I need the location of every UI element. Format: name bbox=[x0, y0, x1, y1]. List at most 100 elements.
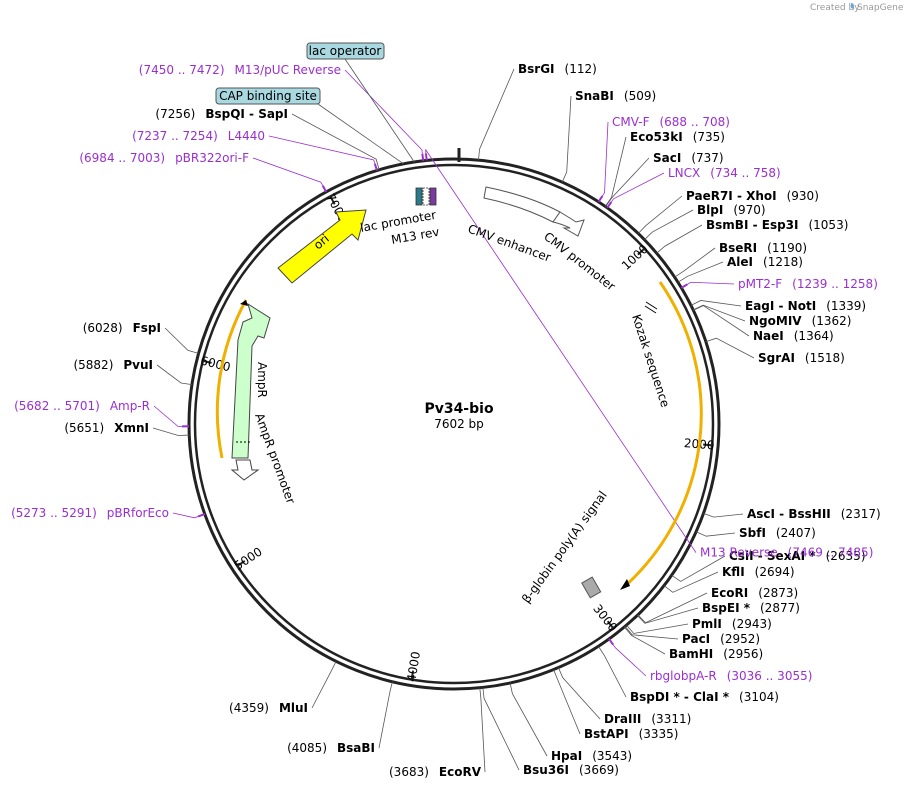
primer-rbglobpa-r-name[interactable]: rbglobpA-R bbox=[650, 669, 717, 683]
enzyme-eagi-name[interactable]: EagI - NotI bbox=[745, 299, 816, 313]
tick-mark bbox=[703, 443, 712, 447]
enzyme-ecorv-name[interactable]: EcoRV bbox=[439, 765, 482, 779]
enzyme-kfli-name[interactable]: KflI bbox=[722, 565, 745, 579]
enzyme-naei-name[interactable]: NaeI bbox=[753, 329, 784, 343]
cap-binding-site-box[interactable] bbox=[215, 87, 321, 105]
primer-site-mark bbox=[321, 185, 328, 193]
enzyme-alei-pos: (1218) bbox=[763, 255, 803, 269]
ampr-promoter-feature[interactable] bbox=[230, 459, 260, 481]
primer-m13-puc-reverse-range: (7450 .. 7472) bbox=[139, 63, 225, 77]
enzyme-bsu36i-name[interactable]: Bsu36I bbox=[523, 763, 569, 777]
enzyme-csii-name[interactable]: CsiI - SexAI * bbox=[729, 549, 816, 563]
brand-text: SnapGene bbox=[857, 3, 904, 13]
primer-cmv-f-name[interactable]: CMV-F bbox=[612, 115, 650, 129]
cds-arc bbox=[622, 281, 703, 589]
leader-line bbox=[152, 427, 190, 436]
enzyme-bspdi-pos: (3104) bbox=[739, 690, 779, 704]
primer-l4440-name[interactable]: L4440 bbox=[228, 129, 265, 143]
ampr-cds-arc bbox=[215, 299, 248, 459]
primer-m13-reverse-name[interactable]: M13 Reverse bbox=[700, 546, 778, 560]
cmv-promoter-feature[interactable] bbox=[552, 211, 585, 237]
enzyme-bsabi-name[interactable]: BsaBI bbox=[337, 741, 375, 755]
enzyme-blpi-name[interactable]: BlpI bbox=[697, 203, 723, 217]
enzyme-ngomiv-pos: (1362) bbox=[812, 314, 852, 328]
leader-line bbox=[598, 646, 627, 698]
enzyme-draiii-name[interactable]: DraIII bbox=[604, 712, 641, 726]
leader-line bbox=[656, 224, 703, 254]
primer-m13-puc-reverse-name[interactable]: M13/pUC Reverse bbox=[235, 63, 342, 77]
leader-line bbox=[636, 607, 699, 624]
ampr-cds-arrowhead bbox=[240, 300, 248, 306]
leader-line bbox=[681, 281, 735, 289]
enzyme-bamhi-name[interactable]: BamHI bbox=[669, 647, 713, 661]
enzyme-pmli-pos: (2943) bbox=[732, 617, 772, 631]
enzyme-hpai-name[interactable]: HpaI bbox=[551, 749, 582, 763]
polya-feature[interactable] bbox=[581, 576, 602, 599]
tick-mark bbox=[410, 670, 415, 679]
ori-feature[interactable] bbox=[277, 209, 367, 284]
enzyme-paer7i-pos: (930) bbox=[787, 189, 819, 203]
backbone-outer-ring bbox=[187, 157, 721, 691]
enzyme-asci-name[interactable]: AscI - BssHII bbox=[747, 507, 831, 521]
enzyme-paci-name[interactable]: PacI bbox=[682, 632, 710, 646]
tick-mark bbox=[203, 360, 212, 364]
leader-line bbox=[637, 195, 683, 234]
enzyme-fspi-pos: (6028) bbox=[83, 321, 123, 335]
primer-amp-r-name[interactable]: Amp-R bbox=[110, 399, 150, 413]
enzyme-bsu36i-pos: (3669) bbox=[579, 763, 619, 777]
primer-pbr322ori-f-range: (6984 .. 7003) bbox=[79, 151, 165, 165]
enzyme-alei-name[interactable]: AleI bbox=[727, 255, 753, 269]
leader-line bbox=[479, 687, 486, 773]
primer-pbrforeco-name[interactable]: pBRforEco bbox=[107, 506, 169, 520]
tick-mark bbox=[606, 620, 614, 629]
enzyme-bsrgi-name[interactable]: BsrGI bbox=[518, 62, 555, 76]
m13-rev-feature[interactable] bbox=[429, 187, 437, 206]
enzyme-bspei-name[interactable]: BspEI * bbox=[702, 601, 751, 615]
cmv-enhancer-feature[interactable] bbox=[483, 186, 561, 223]
leader-line bbox=[558, 667, 601, 720]
primer-pbr322ori-f-name[interactable]: pBR322ori-F bbox=[175, 151, 249, 165]
enzyme-pmli-name[interactable]: PmlI bbox=[692, 617, 722, 631]
enzyme-bseri-name[interactable]: BseRI bbox=[719, 241, 757, 255]
leader-line bbox=[690, 300, 742, 307]
leader-line bbox=[693, 304, 746, 322]
enzyme-snabi-name[interactable]: SnaBI bbox=[575, 89, 614, 103]
ampr-feature[interactable] bbox=[231, 302, 271, 459]
primer-amp-r-range: (5682 .. 5701) bbox=[14, 399, 100, 413]
enzyme-bstapi-name[interactable]: BstAPI bbox=[584, 727, 629, 741]
enzyme-mlui-name[interactable]: MluI bbox=[279, 701, 308, 715]
enzyme-csii-pos: (2635) bbox=[826, 549, 866, 563]
primer-site-mark bbox=[421, 153, 425, 161]
tick-label: 3000 bbox=[590, 602, 620, 635]
enzyme-pvui-name[interactable]: PvuI bbox=[123, 358, 153, 372]
leader-line bbox=[482, 687, 520, 771]
backbone-inner-ring bbox=[193, 163, 715, 685]
enzyme-saci-name[interactable]: SacI bbox=[653, 151, 681, 165]
tick-label: 4000 bbox=[404, 650, 423, 682]
primer-site-mark bbox=[606, 201, 613, 209]
enzyme-eco53ki-name[interactable]: Eco53kI bbox=[630, 130, 683, 144]
enzyme-fspi-name[interactable]: FspI bbox=[133, 321, 161, 335]
enzyme-xmni-name[interactable]: XmnI bbox=[114, 421, 149, 435]
enzyme-bspdi-name[interactable]: BspDI * - ClaI * bbox=[630, 690, 730, 704]
enzyme-bsmbi-name[interactable]: BsmBI - Esp3I bbox=[706, 218, 798, 232]
lac-operator-box[interactable] bbox=[306, 42, 385, 60]
enzyme-pvui-pos: (5882) bbox=[73, 358, 113, 372]
enzyme-sbfi-name[interactable]: SbfI bbox=[739, 526, 766, 540]
lac-operator-feature[interactable] bbox=[422, 187, 430, 206]
enzyme-bspqi-name[interactable]: BspQI - SapI bbox=[205, 107, 288, 121]
primer-lncx-name[interactable]: LNCX bbox=[668, 166, 700, 180]
enzyme-sgrai-name[interactable]: SgrAI bbox=[758, 351, 795, 365]
primer-pmt2-f-name[interactable]: pMT2-F bbox=[738, 277, 782, 291]
enzyme-ngomiv-name[interactable]: NgoMIV bbox=[749, 314, 802, 328]
leader-line bbox=[311, 661, 337, 709]
leader-line bbox=[624, 626, 679, 640]
enzyme-paer7i-name[interactable]: PaeR7I - XhoI bbox=[686, 189, 777, 203]
enzyme-kfli-pos: (2694) bbox=[755, 565, 795, 579]
lac-promoter-feature[interactable] bbox=[415, 187, 423, 206]
enzyme-ecori-name[interactable]: EcoRI bbox=[711, 586, 748, 600]
enzyme-draiii-pos: (3311) bbox=[651, 712, 691, 726]
leader-line bbox=[705, 337, 755, 359]
primer-m13-reverse-range: (7469 .. 7485) bbox=[788, 546, 874, 560]
leader-line bbox=[153, 405, 190, 427]
